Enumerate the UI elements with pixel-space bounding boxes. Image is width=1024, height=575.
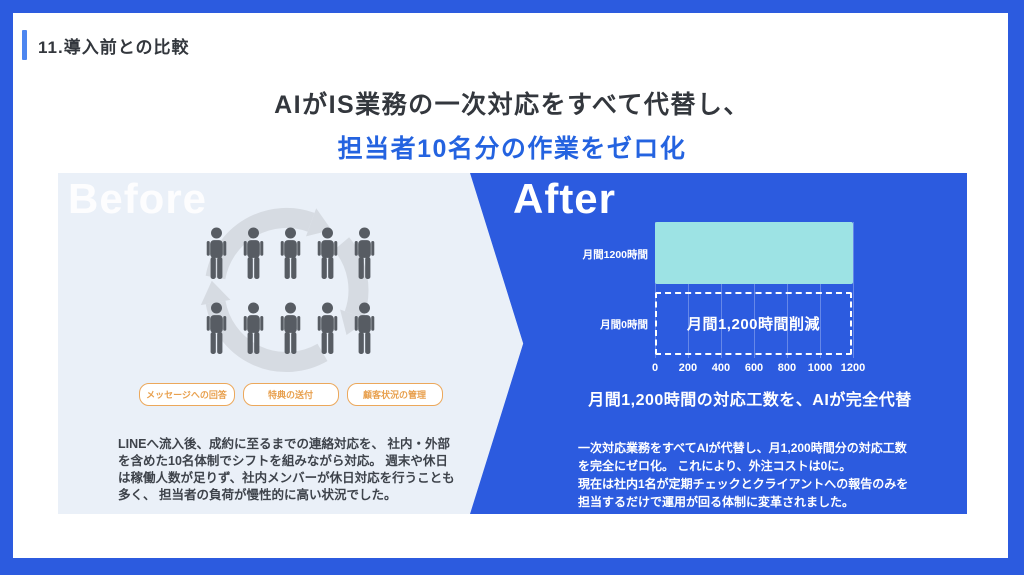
- person-icon: [354, 227, 375, 279]
- before-panel: Before: [58, 173, 523, 514]
- person-icon: [354, 302, 375, 354]
- gridline: [754, 222, 755, 358]
- y-axis-label-after-hours: 月間0時間: [600, 319, 648, 331]
- reduction-dashed-box: 月間1,200時間削減: [655, 292, 852, 355]
- x-tick-label: 200: [678, 362, 698, 374]
- person-icon: [243, 227, 264, 279]
- person-icon: [243, 302, 264, 354]
- after-panel: After 月間1200時間 月間0時間 月間1,200時間削減 0 200 400…: [470, 173, 967, 514]
- x-tick-label: 600: [744, 362, 764, 374]
- before-label: Before: [68, 175, 208, 222]
- person-icon: [206, 302, 227, 354]
- task-pill: 特典の送付: [242, 383, 339, 406]
- person-icon: [280, 302, 301, 354]
- slide-title: 11.導入前との比較: [38, 37, 190, 57]
- hours-bar-chart: 月間1,200時間削減 0 200 400 600 800 1000 1200: [652, 222, 865, 374]
- task-pills: メッセージへの回答特典の送付顧客状況の管理: [58, 383, 523, 406]
- x-tick-label: 800: [777, 362, 797, 374]
- person-icon: [206, 227, 227, 279]
- x-tick-label: 0: [651, 362, 659, 374]
- x-tick-label: 400: [711, 362, 731, 374]
- y-axis-label-before-hours: 月間1200時間: [582, 249, 648, 261]
- gridline: [720, 222, 722, 358]
- reduction-annotation: 月間1,200時間削減: [686, 316, 821, 333]
- header: 11.導入前との比較: [22, 30, 190, 60]
- person-icon: [317, 302, 338, 354]
- gridline: [786, 222, 788, 358]
- main-heading: AIがIS業務の一次対応をすべて代替し、 担当者10名分の作業をゼロ化: [0, 85, 1024, 165]
- task-pill: 顧客状況の管理: [346, 383, 443, 406]
- title-accent-bar: [22, 30, 27, 60]
- people-row: [203, 301, 378, 363]
- gridline: [820, 222, 821, 358]
- gridline: [687, 222, 689, 358]
- after-label: After: [513, 175, 617, 222]
- gridline: [853, 222, 854, 358]
- x-tick-label: 1200: [840, 362, 866, 374]
- x-tick-label: 1000: [807, 362, 833, 374]
- gridline: [655, 222, 656, 358]
- person-icon: [317, 227, 338, 279]
- people-row: [203, 226, 378, 288]
- heading-line-2: 担当者10名分の作業をゼロ化: [337, 135, 687, 163]
- chart-title: 月間1,200時間の対応工数を、AIが完全代替: [588, 392, 912, 409]
- before-description: LINEへ流入後、成約に至るまでの連絡対応を、 社内・外部を含めた10名体制でシ…: [118, 436, 455, 502]
- heading-line-1: AIがIS業務の一次対応をすべて代替し、: [274, 91, 750, 119]
- task-pill: メッセージへの回答: [138, 383, 235, 406]
- people-grid: [58, 226, 523, 363]
- after-description: 一次対応業務をすべてAIが代替し、月1,200時間分の対応工数を完全にゼロ化。 …: [578, 441, 909, 509]
- hours-bar: [655, 222, 853, 284]
- person-icon: [280, 227, 301, 279]
